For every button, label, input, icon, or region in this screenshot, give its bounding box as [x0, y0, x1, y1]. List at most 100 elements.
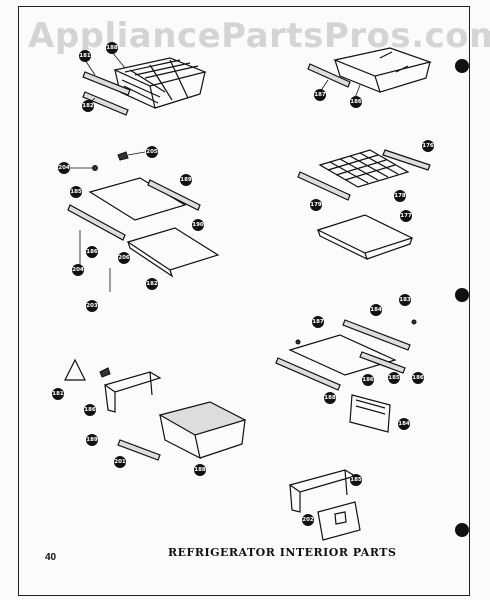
- svg-text:182: 182: [82, 103, 94, 109]
- slide-out-shelf: [316, 214, 414, 261]
- registration-dot: [455, 288, 469, 302]
- screw: [411, 319, 417, 325]
- callout: 187: [314, 89, 326, 101]
- registration-dot: [455, 59, 469, 73]
- svg-text:187: 187: [312, 319, 324, 325]
- callout: 178: [394, 190, 406, 202]
- callout: 184: [370, 304, 382, 316]
- crisper-pan: [332, 47, 433, 94]
- callout: 186: [412, 372, 424, 384]
- callout: 182: [82, 100, 94, 112]
- crisper-pan-assembly: [307, 47, 433, 99]
- callout: 190: [192, 219, 204, 231]
- svg-text:184: 184: [370, 307, 382, 313]
- bracket: [103, 371, 162, 413]
- cover-rail: [359, 351, 406, 374]
- svg-text:188: 188: [194, 467, 206, 473]
- svg-text:186: 186: [86, 249, 98, 255]
- svg-text:177: 177: [400, 213, 412, 219]
- page-border: [18, 6, 470, 596]
- cable-tie: [64, 358, 86, 381]
- bracket: [288, 469, 357, 513]
- basket-rail: [82, 71, 131, 96]
- svg-text:189: 189: [180, 177, 192, 183]
- deli-drawer-assembly: [275, 319, 417, 433]
- svg-text:201: 201: [114, 459, 126, 465]
- svg-text:185: 185: [350, 477, 362, 483]
- svg-text:190: 190: [192, 222, 204, 228]
- drawer-cover: [288, 334, 397, 376]
- meat-drawer: [158, 401, 247, 436]
- diagram-title: REFRIGERATOR INTERIOR PARTS: [168, 546, 397, 559]
- glass-shelf-assembly: [67, 151, 220, 292]
- callout: 177: [400, 210, 412, 222]
- svg-text:183: 183: [399, 297, 411, 303]
- callout: 187: [312, 316, 324, 328]
- svg-text:181: 181: [52, 391, 64, 397]
- callout-labels: 181 188 182 187 186 205 204 189 185 190 …: [52, 42, 434, 526]
- svg-text:186: 186: [350, 99, 362, 105]
- callout: 176: [422, 140, 434, 152]
- callout: 188: [324, 392, 336, 404]
- callout: 186: [362, 374, 374, 386]
- wire-shelf-rail: [382, 149, 431, 171]
- meat-drawer-assembly: [64, 358, 247, 461]
- cover-rail: [275, 357, 341, 391]
- drawer-rail: [117, 439, 161, 461]
- svg-text:181: 181: [79, 53, 91, 59]
- svg-text:202: 202: [302, 517, 314, 523]
- callout: 188: [106, 42, 118, 54]
- callout: 186: [86, 246, 98, 258]
- registration-dot: [455, 523, 469, 537]
- callout: 179: [310, 199, 322, 211]
- callout: 201: [114, 456, 126, 468]
- callout: 189: [86, 434, 98, 446]
- cover-plate: [317, 501, 361, 541]
- callout: 204: [58, 162, 70, 174]
- svg-text:178: 178: [394, 193, 406, 199]
- callout: 189: [180, 174, 192, 186]
- svg-text:176: 176: [422, 143, 434, 149]
- shelf-side-rail: [67, 204, 126, 241]
- front-panel-lines: [355, 399, 386, 415]
- svg-text:184: 184: [398, 421, 410, 427]
- watermark: AppliancePartsPros.com: [28, 16, 490, 56]
- svg-text:187: 187: [314, 92, 326, 98]
- svg-text:186: 186: [362, 377, 374, 383]
- meat-drawer-sides: [159, 414, 246, 460]
- pan-rail: [307, 63, 351, 88]
- wire-shelf-grid: [327, 152, 399, 184]
- svg-text:188: 188: [324, 395, 336, 401]
- svg-text:186: 186: [84, 407, 96, 413]
- shelf-frame: [126, 227, 220, 278]
- drawer-front-panel: [349, 394, 391, 433]
- svg-text:203: 203: [86, 303, 98, 309]
- callout: 182: [146, 278, 158, 290]
- svg-text:206: 206: [118, 255, 130, 261]
- page-number: 40: [45, 552, 57, 563]
- callout: 185: [70, 186, 82, 198]
- callout: 181: [79, 50, 91, 62]
- svg-text:185: 185: [70, 189, 82, 195]
- shelf-trim: [147, 179, 201, 211]
- pan-glare: [379, 51, 409, 73]
- basket-grid: [121, 59, 199, 104]
- svg-text:188: 188: [106, 45, 118, 51]
- callout: 206: [118, 252, 130, 264]
- clip: [99, 367, 111, 378]
- callout: 202: [302, 514, 314, 526]
- shelf-clip: [117, 151, 129, 161]
- svg-text:205: 205: [146, 149, 158, 155]
- callout: 183: [399, 294, 411, 306]
- callout: 185: [350, 474, 362, 486]
- screw: [92, 165, 98, 171]
- cover-rail: [342, 319, 411, 351]
- callout: 184: [398, 418, 410, 430]
- callout: 204: [72, 264, 84, 276]
- wire-shelf-rail: [297, 171, 351, 201]
- svg-text:185: 185: [388, 375, 400, 381]
- screw: [295, 339, 301, 345]
- callout: 186: [84, 404, 96, 416]
- wire-basket-assembly: [82, 51, 207, 116]
